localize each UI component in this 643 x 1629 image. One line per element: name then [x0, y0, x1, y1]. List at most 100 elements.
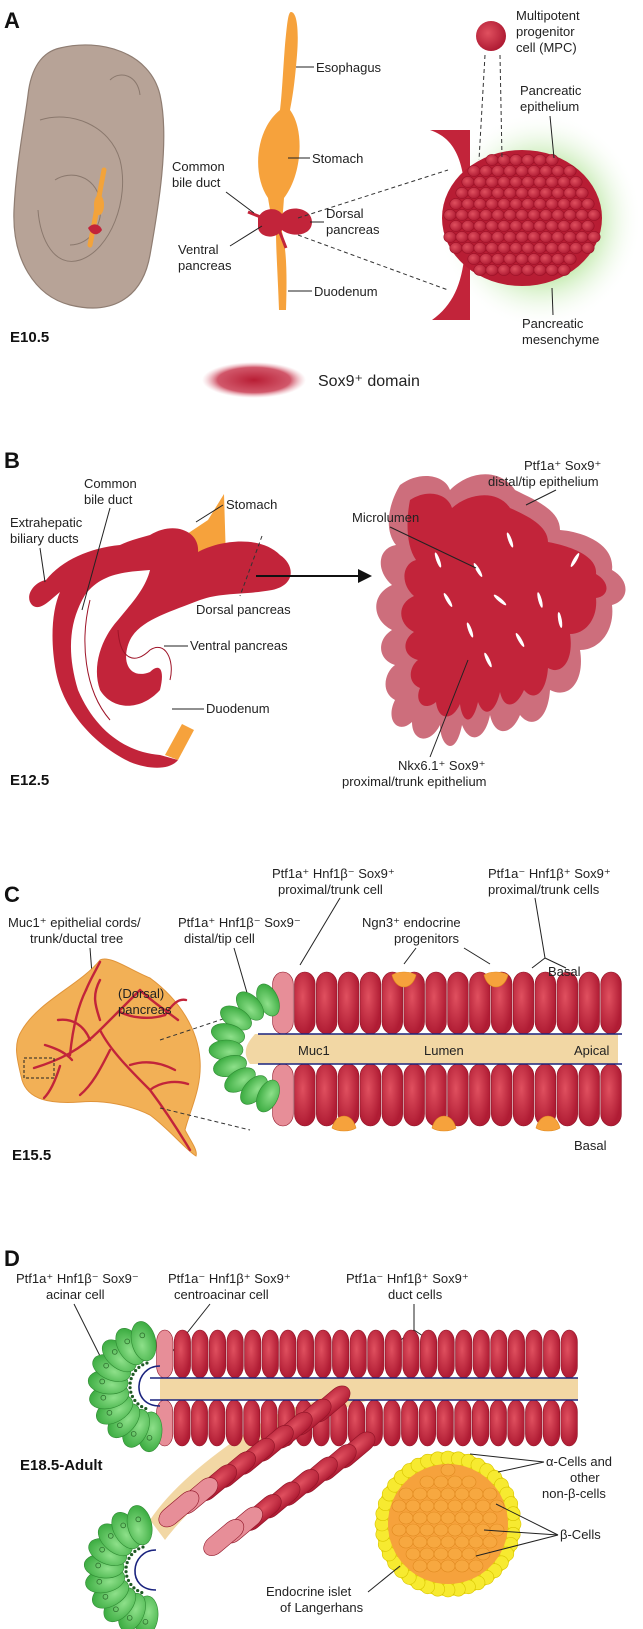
mpc-cell-small [522, 176, 534, 187]
beta-cell [490, 1524, 504, 1536]
zymogen-granule [133, 1550, 136, 1553]
mpc-cell-small [522, 198, 534, 209]
epithelial-cell [350, 1330, 366, 1378]
beta-cell [427, 1488, 441, 1500]
alpha-cell [506, 1507, 520, 1521]
label-d-centro-line1: Ptf1a⁻ Hnf1β⁺ Sox9⁺ [168, 1271, 291, 1286]
epithelial-cell [315, 1330, 331, 1378]
mpc-cell-small [522, 220, 534, 231]
epithelial-cell [438, 1330, 454, 1378]
label-c-tip-line2: distal/tip cell [184, 931, 255, 946]
mpc-cell-small [546, 264, 558, 275]
epithelial-cell [401, 1400, 418, 1446]
beta-cell [455, 1488, 469, 1500]
beta-cell [427, 1560, 441, 1572]
mpc-cell-small [576, 187, 588, 198]
label-d-acinar-line1: Ptf1a⁺ Hnf1β⁻ Sox9⁻ [16, 1271, 139, 1286]
mpc-cell-small [480, 231, 492, 242]
label-dorsal-pancreas-line2: pancreas [326, 222, 380, 237]
zymogen-granule [130, 1377, 133, 1380]
beta-cell [399, 1512, 413, 1524]
epithelial-cell [561, 1400, 578, 1446]
mpc-cell-small [486, 242, 498, 253]
label-c-ptcs-line1: Ptf1a⁻ Hnf1β⁺ Sox9⁺ [488, 866, 611, 881]
label-d-acinar-line2: acinar cell [46, 1287, 105, 1302]
epithelial-cell [294, 972, 315, 1034]
mpc-cell-small [510, 198, 522, 209]
mpc-cell-small [462, 242, 474, 253]
mpc-cell-small [582, 242, 594, 253]
mpc-cell-small [486, 198, 498, 209]
epithelial-cell [419, 1400, 436, 1446]
zymogen-granule [132, 1586, 135, 1589]
beta-cell [434, 1476, 448, 1488]
epithelial-cell [472, 1400, 489, 1446]
zymogen-granule [141, 1363, 144, 1366]
epithelial-cell [316, 1064, 337, 1126]
epithelial-cell [437, 1400, 454, 1446]
mpc-cell-small [528, 187, 540, 198]
zymogen-granule [136, 1589, 139, 1592]
panel-letter-d: D [4, 1246, 20, 1271]
mpc-cell-small [516, 209, 528, 220]
epithelial-cell [316, 972, 337, 1034]
mpc-cell-small [480, 253, 492, 264]
mpc-cell-small [576, 209, 588, 220]
beta-cell [420, 1548, 434, 1560]
mpc-cell-small [504, 165, 516, 176]
beta-cell [413, 1512, 427, 1524]
mpc-cell-small [552, 187, 564, 198]
zymogen-granule [126, 1561, 129, 1564]
epithelial-cell [513, 1064, 534, 1126]
label-c-muc-line1: Muc1⁺ epithelial cords/ [8, 915, 141, 930]
epithelial-cell [420, 1330, 436, 1378]
mpc-cell-small [474, 176, 486, 187]
zymogen-granule [129, 1583, 132, 1586]
label-d-duct-line2: duct cells [388, 1287, 443, 1302]
epithelial-cell [455, 1400, 472, 1446]
zymogen-granule [129, 1391, 132, 1394]
label-mpc-line3: cell (MPC) [516, 40, 577, 55]
beta-cell [469, 1560, 483, 1572]
beta-cell [427, 1512, 441, 1524]
beta-cell [434, 1548, 448, 1560]
epithelial-cell [490, 1400, 507, 1446]
beta-cell [448, 1500, 462, 1512]
beta-cell [392, 1500, 406, 1512]
epithelial-cell [332, 1330, 348, 1378]
mpc-cell-small [534, 154, 546, 165]
label-d-alpha-line1: α-Cells and [546, 1454, 612, 1469]
beta-cell [427, 1536, 441, 1548]
mpc-cell-small [516, 187, 528, 198]
mpc-cell-small [546, 198, 558, 209]
label-pancreatic-epithelium-line2: epithelium [520, 99, 579, 114]
label-d-beta: β-Cells [560, 1527, 601, 1542]
mpc-cell-small [546, 176, 558, 187]
zymogen-granule [140, 1591, 143, 1594]
label-c-dorsal-line2: pancreas [118, 1002, 172, 1017]
beta-cell [413, 1560, 427, 1572]
mpc-cell-small [474, 264, 486, 275]
mpc-cell-small [534, 264, 546, 275]
panel-b: B E12.5 Common bile duct Stomach Extrahe… [4, 448, 626, 789]
mpc-cell-small [480, 165, 492, 176]
mpc-cell-small [468, 209, 480, 220]
epithelial-cell [525, 1400, 542, 1446]
epithelial-cell [157, 1330, 173, 1378]
epithelial-cell [557, 972, 578, 1034]
mpc-cell-small [558, 264, 570, 275]
zymogen-granule [129, 1381, 132, 1384]
beta-cell [462, 1476, 476, 1488]
mpc-cell-small [510, 242, 522, 253]
beta-cell [462, 1524, 476, 1536]
label-mpc-line2: progenitor [516, 24, 575, 39]
epithelial-cell [543, 1400, 560, 1446]
mpc-cell-small [450, 198, 462, 209]
mpc-cell-small [474, 198, 486, 209]
mpc-cell-small [468, 253, 480, 264]
mpc-cell-small [588, 209, 600, 220]
beta-cell [483, 1512, 497, 1524]
mpc-cell-small [588, 231, 600, 242]
mpc-cell-small [510, 264, 522, 275]
beta-cell [469, 1488, 483, 1500]
